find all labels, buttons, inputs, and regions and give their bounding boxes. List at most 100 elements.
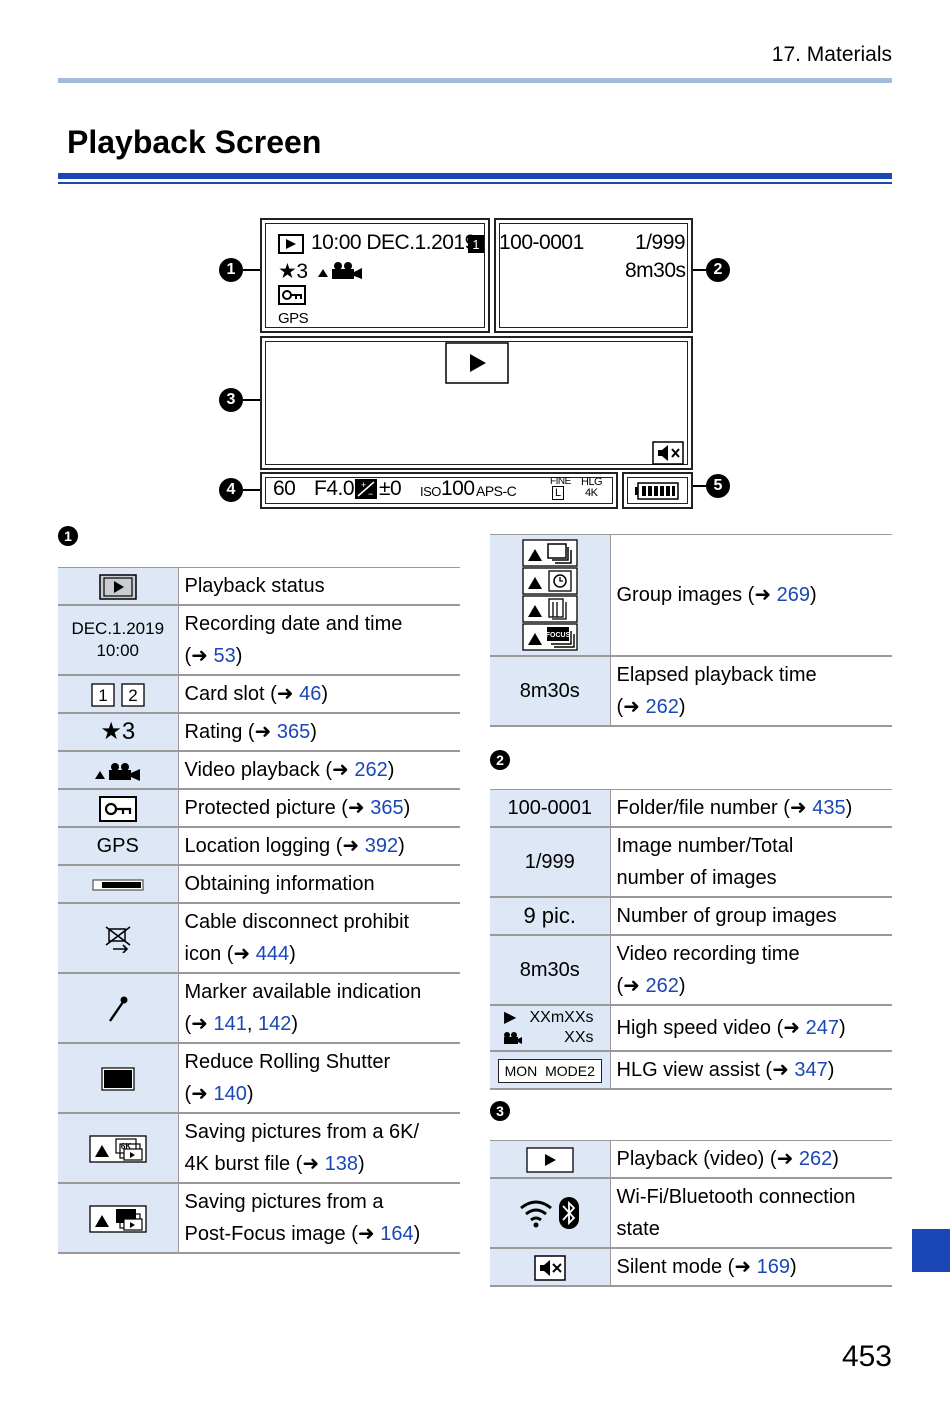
table-row: Playback (video) (➜ 262) [490,1140,892,1179]
row-desc: Cable disconnect prohibit [184,911,410,933]
page-link[interactable]: 262 [354,759,388,781]
page-link[interactable]: 435 [812,797,846,819]
page-number: 453 [841,1340,892,1373]
title-rule-thin [58,182,892,184]
page-link[interactable]: 262 [645,975,679,997]
diagram-aps-c: APS-C [476,483,517,499]
page-link[interactable]: 262 [798,1148,833,1170]
table-row: FOCUS Group images (➜ 269) [490,534,892,657]
row-desc: Saving pictures from a [184,1191,384,1213]
callout-2: 2 [706,258,730,282]
row-desc: Recording date and time [184,613,403,635]
row-desc: Image number/Total [616,835,794,857]
callout-3: 3 [219,388,243,412]
chapter-side-tab[interactable] [912,1229,950,1272]
section-1-marker: 1 [58,526,78,546]
page-link[interactable]: 142 [258,1013,292,1035]
area-3-box [260,336,693,470]
gps-icon: GPS [96,835,139,857]
callout-5: 5 [706,474,730,498]
hlg-view-assist-icon: MON MODE2 [497,1059,602,1083]
table-row: GPS Location logging (➜ 392) [58,826,460,866]
row-desc: Group images [616,584,743,606]
diagram-aperture: F4.0 [314,477,355,500]
row-desc: Number of group images [610,896,892,936]
page-link[interactable]: 365 [276,721,311,743]
table-row: Silent mode (➜ 169) [490,1247,892,1287]
high-speed-play-icon: ▶ [504,1009,517,1026]
section-3-marker: 3 [490,1101,510,1121]
page-link[interactable]: 262 [645,696,679,718]
row-desc: Location logging [184,835,331,857]
diagram-fine-size: L [552,486,564,500]
page-link[interactable]: 164 [380,1223,414,1245]
diagram-file-number: 100-0001 [499,231,584,254]
table-row: 8m30s Elapsed playback time(➜ 262) [490,655,892,727]
folder-number-icon: 100-0001 [507,797,593,819]
callout-2-leader [693,269,706,271]
table-row: 9 pic. Number of group images [490,896,892,936]
row-desc: Playback (video) [616,1148,765,1170]
page-title: Playback Screen [67,124,322,160]
marker-icon [108,996,128,1022]
chapter-label: 17. Materials [771,43,892,66]
silent-mode-icon [652,441,684,465]
callout-3-leader [243,399,260,401]
svg-text:1: 1 [98,686,107,705]
table-row: ★3 Rating (➜ 365) [58,712,460,752]
section-2-marker: 2 [490,750,510,770]
rating-icon: ★3 [100,718,136,745]
page-link[interactable]: 269 [776,584,811,606]
table-row: 6K Saving pictures from a 6K/4K burst fi… [58,1112,460,1184]
page-link[interactable]: 365 [370,797,404,819]
page-link[interactable]: 347 [794,1059,828,1081]
play-video-icon [445,342,509,384]
page-link[interactable]: 141 [213,1013,247,1035]
row-desc: Video recording time [616,943,800,965]
diagram-iso-label: ISO [420,484,441,499]
row-desc: High speed video [616,1017,772,1039]
callout-4-leader [243,489,260,491]
diagram-hlg-4k: 4K [585,487,598,499]
row-desc: Reduce Rolling Shutter [184,1051,391,1073]
video-playback-icon [318,262,362,279]
wifi-bluetooth-icon [519,1197,579,1229]
image-number-icon: 1/999 [524,851,575,873]
page-link[interactable]: 138 [324,1153,359,1175]
cable-prohibit-icon [105,926,131,954]
video-time-icon: 8m30s [519,959,580,981]
title-rule [58,173,892,179]
page-link[interactable]: 53 [213,645,236,667]
page-link[interactable]: 444 [255,943,290,965]
exposure-comp-icon: +− [355,479,377,499]
playback-screen-diagram: 10:00 DEC.1.2019 1 ★3 GPS 100-0001 1/999… [215,215,735,515]
section-3-table: Playback (video) (➜ 262) Wi-Fi/Bluetooth… [490,1140,892,1287]
row-desc: Folder/file number [616,797,778,819]
row-desc: Playback status [178,567,460,606]
area-5-box [622,472,693,509]
page-link[interactable]: 140 [213,1083,247,1105]
row-desc: Silent mode [616,1256,723,1278]
play-video-icon [526,1147,574,1173]
page-link[interactable]: 169 [756,1256,791,1278]
diagram-rating: ★3 [278,260,308,283]
page-link[interactable]: 392 [364,835,399,857]
group-burst-icon [522,539,578,567]
page-link[interactable]: 247 [805,1017,839,1039]
diagram-hlg-label: HLG [581,476,603,488]
table-row: MON MODE2 HLG view assist (➜ 347) [490,1050,892,1090]
protect-icon [98,795,137,822]
row-desc: Rating [184,721,243,743]
table-row: 8m30s Video recording time(➜ 262) [490,934,892,1006]
row-desc: HLG view assist [616,1059,760,1081]
row-desc: Elapsed playback time [616,664,817,686]
page-link[interactable]: 46 [299,683,322,705]
diagram-elapsed: 8m30s [625,259,686,282]
